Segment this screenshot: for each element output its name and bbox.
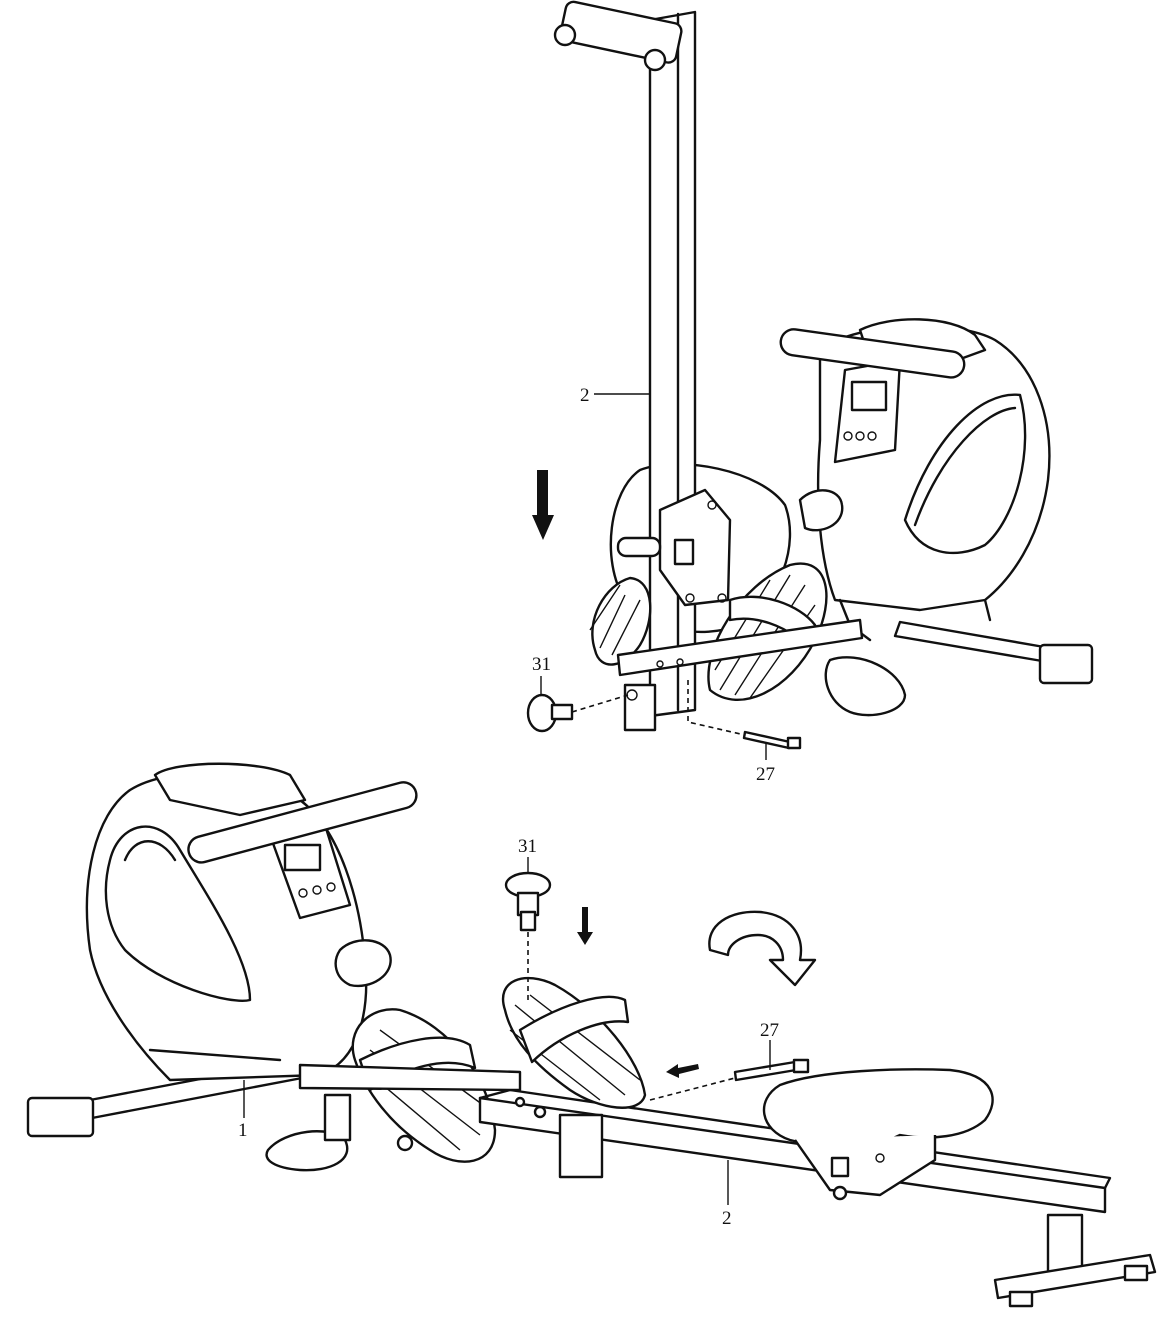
top-console-housing (779, 318, 1051, 642)
top-rear-stabilizer (824, 620, 1094, 717)
top-callout-2: 2 (580, 385, 590, 406)
top-pin-27 (742, 730, 802, 750)
bottom-view: 31 27 1 2 (26, 762, 1157, 1308)
bottom-main-rail (298, 1063, 1112, 1214)
top-monitor-screen (850, 380, 888, 412)
bottom-rear-stabilizer (993, 1213, 1157, 1308)
bottom-tension-knob (334, 939, 392, 988)
top-callout-31: 31 (532, 654, 551, 675)
bottom-pin-27 (733, 1058, 810, 1082)
bottom-footrest-right (501, 976, 647, 1109)
top-handlebar (779, 328, 966, 379)
bottom-rail-foot (558, 1113, 604, 1179)
top-axle (616, 536, 662, 558)
bottom-callout-27: 27 (760, 1020, 779, 1041)
bottom-monitor-screen (283, 843, 322, 872)
top-view: 2 31 27 (526, 0, 1094, 785)
bottom-knob-31 (504, 871, 552, 932)
rotation-arrow (708, 910, 817, 987)
top-knob-31 (526, 693, 574, 733)
top-bracket-plate (658, 488, 732, 607)
bottom-console-housing (85, 762, 418, 1082)
bottom-callout-31: 31 (518, 836, 537, 857)
bottom-left-arrow (666, 1064, 699, 1078)
top-rail-end (623, 683, 657, 732)
bottom-callout-2: 2 (722, 1208, 732, 1229)
top-tension-knob (798, 489, 844, 532)
bottom-handlebar (187, 781, 418, 864)
bottom-callout-1: 1 (238, 1120, 248, 1141)
top-cross-frame (616, 618, 864, 677)
bottom-pin-path (649, 1077, 736, 1101)
top-footrest-left (589, 576, 652, 666)
top-callout-27: 27 (756, 764, 775, 785)
top-down-arrow (532, 470, 554, 540)
bottom-seat (762, 1068, 994, 1201)
bottom-down-arrow (577, 907, 593, 945)
